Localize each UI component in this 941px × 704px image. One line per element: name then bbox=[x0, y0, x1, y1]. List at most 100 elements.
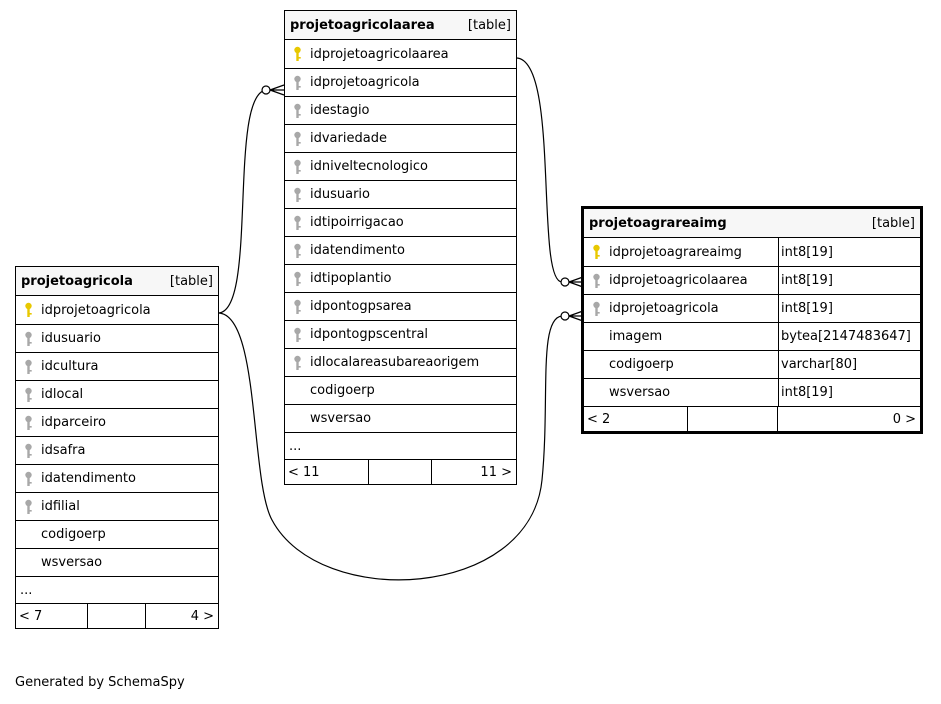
column-row[interactable]: idfilial bbox=[16, 492, 218, 520]
column-row[interactable]: idatendimento bbox=[16, 464, 218, 492]
column-name: codigoerp bbox=[609, 357, 674, 372]
column-name: idprojetoagricolaarea bbox=[609, 273, 748, 288]
column-name-cell: idprojetoagrareaimg bbox=[584, 238, 778, 266]
column-name: imagem bbox=[609, 329, 663, 344]
column-name: idtipoirrigacao bbox=[310, 215, 404, 230]
foreign-key-icon bbox=[294, 327, 301, 342]
column-name-cell: idcultura bbox=[16, 353, 218, 380]
column-name-cell: idtipoirrigacao bbox=[285, 209, 516, 236]
column-name: idcultura bbox=[41, 359, 99, 374]
parents-count[interactable]: < 7 bbox=[16, 604, 88, 628]
column-row[interactable]: imagem bytea[2147483647] bbox=[584, 322, 920, 350]
foreign-key-icon bbox=[294, 299, 301, 314]
table-name: projetoagricolaarea bbox=[290, 17, 435, 33]
table-header: projetoagricolaarea [table] bbox=[285, 11, 516, 40]
column-row[interactable]: idprojetoagricola bbox=[285, 68, 516, 96]
table-name: projetoagrareaimg bbox=[589, 215, 727, 231]
children-count[interactable]: 0 > bbox=[892, 411, 916, 427]
column-row[interactable]: idpontogpscentral bbox=[285, 320, 516, 348]
column-name-cell: idusuario bbox=[285, 181, 516, 208]
column-name: idpontogpsarea bbox=[310, 299, 412, 314]
foreign-key-icon bbox=[593, 273, 600, 288]
column-name: wsversao bbox=[310, 411, 372, 426]
foreign-key-icon bbox=[294, 131, 301, 146]
column-row[interactable]: wsversao bbox=[285, 404, 516, 432]
foreign-key-icon bbox=[25, 499, 32, 514]
primary-key-icon bbox=[294, 46, 301, 61]
column-row[interactable]: idniveltecnologico bbox=[285, 152, 516, 180]
footer-spacer bbox=[369, 460, 432, 484]
table-projetoagricolaarea[interactable]: projetoagricolaarea [table] idprojetoagr… bbox=[284, 10, 517, 485]
foreign-key-icon bbox=[25, 415, 32, 430]
column-row[interactable]: idparceiro bbox=[16, 408, 218, 436]
column-row[interactable]: idusuario bbox=[16, 324, 218, 352]
column-name: idfilial bbox=[41, 499, 80, 514]
table-header: projetoagrareaimg [table] bbox=[584, 209, 920, 238]
column-name: idprojetoagricola bbox=[310, 75, 420, 90]
column-row[interactable]: idprojetoagricolaarea bbox=[285, 40, 516, 68]
foreign-key-icon bbox=[294, 159, 301, 174]
column-row[interactable]: idatendimento bbox=[285, 236, 516, 264]
column-list: idprojetoagricolaarea idprojetoagricola id… bbox=[285, 40, 516, 432]
column-type: int8[19] bbox=[778, 379, 918, 406]
column-row[interactable]: codigoerp bbox=[285, 376, 516, 404]
column-name: idusuario bbox=[310, 187, 370, 202]
foreign-key-icon bbox=[25, 387, 32, 402]
column-name: idprojetoagricola bbox=[609, 301, 719, 316]
column-row[interactable]: wsversao bbox=[16, 548, 218, 576]
column-row[interactable]: codigoerp bbox=[16, 520, 218, 548]
table-projetoagrareaimg[interactable]: projetoagrareaimg [table] idprojetoagrar… bbox=[581, 206, 923, 434]
column-row[interactable]: idcultura bbox=[16, 352, 218, 380]
column-name-cell: idniveltecnologico bbox=[285, 153, 516, 180]
column-name-cell: imagem bbox=[584, 323, 778, 350]
more-columns: ... bbox=[16, 576, 218, 603]
column-name-cell: idpontogpscentral bbox=[285, 321, 516, 348]
column-row[interactable]: idpontogpsarea bbox=[285, 292, 516, 320]
column-row[interactable]: idprojetoagricolaarea int8[19] bbox=[584, 266, 920, 294]
column-type: bytea[2147483647] bbox=[778, 323, 918, 350]
foreign-key-icon bbox=[294, 271, 301, 286]
foreign-key-icon bbox=[294, 187, 301, 202]
column-row[interactable]: idsafra bbox=[16, 436, 218, 464]
table-type: [table] bbox=[169, 273, 213, 289]
column-name-cell: idprojetoagricola bbox=[16, 296, 218, 324]
column-name-cell: idsafra bbox=[16, 437, 218, 464]
parents-count[interactable]: < 2 bbox=[584, 407, 688, 431]
column-name: idlocalareasubareaorigem bbox=[310, 355, 480, 370]
footer-spacer bbox=[88, 604, 146, 628]
column-row[interactable]: idusuario bbox=[285, 180, 516, 208]
column-name-cell: wsversao bbox=[285, 405, 516, 432]
column-row[interactable]: idlocal bbox=[16, 380, 218, 408]
column-row[interactable]: idvariedade bbox=[285, 124, 516, 152]
parents-count[interactable]: < 11 bbox=[285, 460, 369, 484]
column-row[interactable]: idtipoplantio bbox=[285, 264, 516, 292]
column-type: int8[19] bbox=[778, 267, 918, 294]
relation-agricola-to-area bbox=[217, 89, 267, 314]
table-projetoagricola[interactable]: projetoagricola [table] idprojetoagricol… bbox=[15, 266, 219, 629]
column-name: codigoerp bbox=[310, 383, 375, 398]
children-count[interactable]: 4 > bbox=[190, 608, 214, 624]
column-name: idpontogpscentral bbox=[310, 327, 429, 342]
column-row[interactable]: idprojetoagricola bbox=[16, 296, 218, 324]
column-name-cell: codigoerp bbox=[16, 521, 218, 548]
foreign-key-icon bbox=[25, 359, 32, 374]
column-name: codigoerp bbox=[41, 527, 106, 542]
column-name: idprojetoagricolaarea bbox=[310, 46, 449, 62]
column-type: int8[19] bbox=[778, 238, 918, 266]
foreign-key-icon bbox=[25, 443, 32, 458]
children-count[interactable]: 11 > bbox=[480, 464, 512, 480]
primary-key-icon bbox=[25, 302, 32, 317]
column-row[interactable]: idlocalareasubareaorigem bbox=[285, 348, 516, 376]
column-type: varchar[80] bbox=[778, 351, 918, 378]
foreign-key-icon bbox=[294, 75, 301, 90]
column-row[interactable]: idtipoirrigacao bbox=[285, 208, 516, 236]
column-name: idatendimento bbox=[41, 471, 136, 486]
column-row[interactable]: codigoerp varchar[80] bbox=[584, 350, 920, 378]
column-row[interactable]: idestagio bbox=[285, 96, 516, 124]
column-name-cell: idatendimento bbox=[285, 237, 516, 264]
